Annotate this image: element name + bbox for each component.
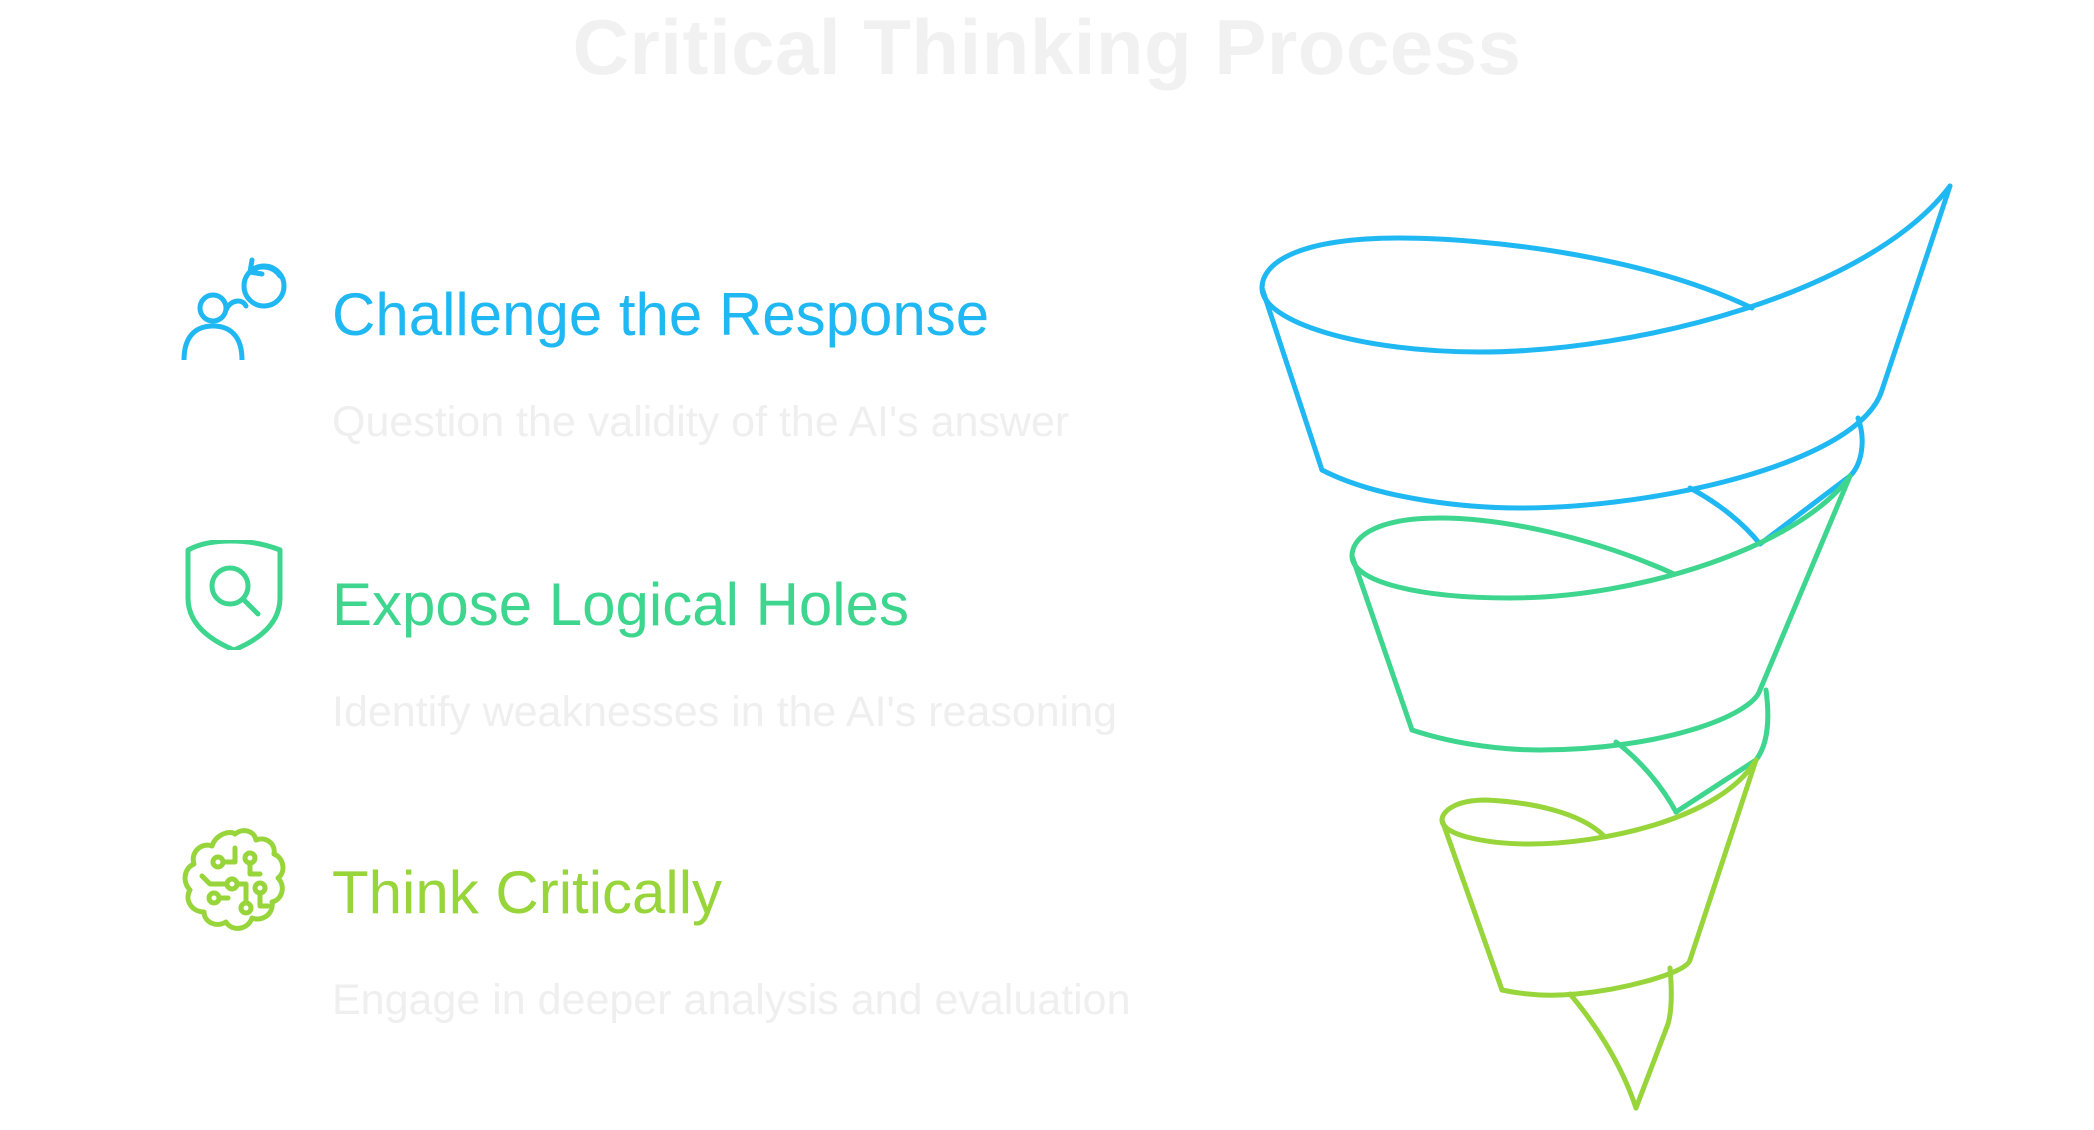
step-heading: Challenge the Response bbox=[332, 281, 990, 348]
step-description: Question the validity of the AI's answer bbox=[332, 398, 1070, 446]
user-refresh-icon bbox=[181, 257, 287, 360]
step-description: Identify weaknesses in the AI's reasonin… bbox=[332, 688, 1118, 736]
step-heading: Expose Logical Holes bbox=[332, 571, 910, 638]
step-description: Engage in deeper analysis and evaluation bbox=[332, 976, 1131, 1024]
funnel-illustration bbox=[1259, 183, 1953, 1111]
shield-search-icon bbox=[185, 540, 283, 650]
brain-circuit-icon bbox=[182, 828, 286, 931]
funnel-tier-1 bbox=[1259, 183, 1953, 547]
funnel-tier-2 bbox=[1349, 473, 1853, 815]
funnel-tier-3 bbox=[1439, 757, 1759, 1111]
step-heading: Think Critically bbox=[332, 859, 723, 926]
page-title: Critical Thinking Process bbox=[572, 3, 1522, 91]
